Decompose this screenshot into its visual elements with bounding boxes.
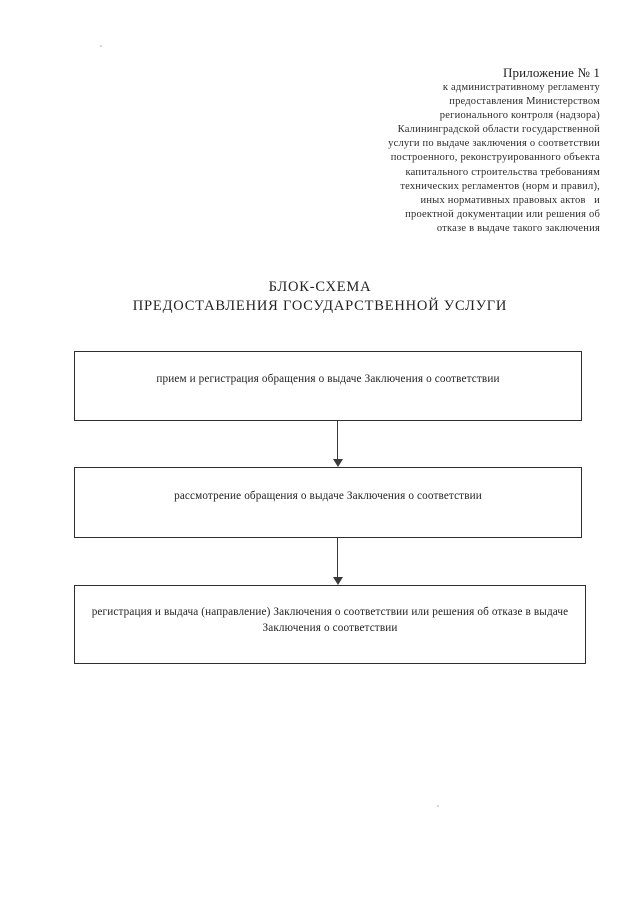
flowchart-step-intake-label: прием и регистрация обращения о выдаче З… xyxy=(156,373,500,385)
appendix-header-line: услуги по выдаче заключения о соответств… xyxy=(388,138,600,150)
arrow-stem xyxy=(337,538,338,577)
page-title-line-1: БЛОК-СХЕМА xyxy=(268,279,372,295)
scan-artifact-speck xyxy=(437,805,439,807)
flowchart-step-issuance-line-1: регистрация и выдача (направление) Заклю… xyxy=(91,606,523,618)
flowchart-step-review-label: рассмотрение обращения о выдаче Заключен… xyxy=(174,490,482,502)
flowchart-step-issuance-label: регистрация и выдача (направление) Заклю… xyxy=(85,604,575,636)
appendix-header-line: Калининградской области государственной xyxy=(397,124,600,136)
scan-artifact-speck xyxy=(100,45,102,47)
appendix-header-line: Приложение № 1 xyxy=(503,65,600,80)
appendix-header-line: технических регламентов (норм и правил), xyxy=(400,180,600,192)
flowchart-step-review: рассмотрение обращения о выдаче Заключен… xyxy=(74,467,582,538)
arrow-stem xyxy=(337,421,338,459)
appendix-header-line: отказе в выдаче такого заключения xyxy=(436,222,600,234)
flowchart-arrow-review-to-issuance xyxy=(331,538,345,585)
appendix-header-line: иных нормативных правовых актов и xyxy=(420,194,600,206)
arrow-head-down-icon xyxy=(333,577,343,585)
appendix-header-line: проектной документации или решения об xyxy=(405,208,600,220)
appendix-header-line: построенного, реконструированного объект… xyxy=(390,152,600,164)
appendix-header-line: предоставления Министерством xyxy=(449,96,600,108)
appendix-header-block: Приложение № 1 к административному регла… xyxy=(300,64,600,236)
appendix-header-line: капитального строительства требованиям xyxy=(405,166,600,178)
appendix-header-line: регионального контроля (надзора) xyxy=(439,110,600,122)
flowchart-step-issuance: регистрация и выдача (направление) Заклю… xyxy=(74,585,586,664)
appendix-header-line: к административному регламенту xyxy=(442,82,600,93)
flowchart-step-issuance-line-2: в выдаче Заключения о соответствии xyxy=(262,606,569,634)
arrow-head-down-icon xyxy=(333,459,343,467)
page-title: БЛОК-СХЕМА ПРЕДОСТАВЛЕНИЯ ГОСУДАРСТВЕННО… xyxy=(0,278,640,316)
flowchart-arrow-intake-to-review xyxy=(331,421,345,467)
flowchart-step-intake: прием и регистрация обращения о выдаче З… xyxy=(74,351,582,421)
page-title-line-2: ПРЕДОСТАВЛЕНИЯ ГОСУДАРСТВЕННОЙ УСЛУГИ xyxy=(132,298,508,314)
